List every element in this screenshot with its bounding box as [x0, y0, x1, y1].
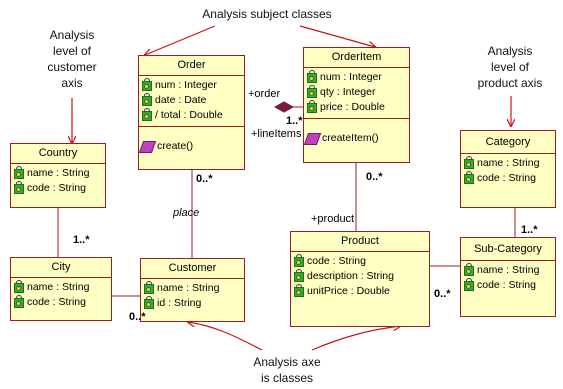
attribute-row: num : Integer	[306, 69, 407, 85]
label-lineitems-role: +lineItems	[251, 128, 302, 140]
axe-arrow-right	[311, 326, 400, 351]
class-subcategory[interactable]: Sub-Category name : String code : String	[460, 237, 556, 317]
label-country-city-multiplicity: 1..*	[73, 234, 90, 246]
attribute-row: / total : Double	[141, 107, 242, 123]
attribute-lock-icon	[306, 99, 319, 114]
annotation-product-axis: Analysis level of product axis	[477, 44, 543, 90]
attribute-lock-icon	[13, 279, 26, 294]
operation-icon	[138, 140, 157, 153]
label-customer-multiplicity: 0..*	[129, 311, 146, 323]
class-country-name: Country	[11, 144, 105, 164]
subject-arrow-left	[145, 25, 216, 55]
attribute-row: num : Integer	[141, 77, 242, 93]
class-orderitem-name: OrderItem	[304, 48, 409, 68]
attribute-lock-icon	[463, 170, 476, 185]
class-orderitem[interactable]: OrderItem num : Integer qty : Integer pr…	[303, 47, 410, 163]
attribute-row: unitPrice : Double	[293, 283, 427, 299]
label-order-customer-multiplicity: 0..*	[196, 173, 213, 185]
attribute-lock-icon	[13, 165, 26, 180]
attribute-row: code : String	[463, 170, 553, 186]
attribute-lock-icon	[143, 280, 156, 295]
axe-arrow-left	[188, 322, 263, 351]
attribute-row: name : String	[143, 280, 242, 296]
attribute-row: code : String	[13, 180, 103, 196]
class-product-name: Product	[291, 232, 429, 252]
subject-arrow-right	[299, 25, 375, 47]
attribute-row: code : String	[463, 277, 553, 293]
attribute-lock-icon	[141, 77, 154, 92]
class-country[interactable]: Country name : String code : String	[10, 143, 106, 208]
label-product-sub-multiplicity: 0..*	[434, 288, 451, 300]
attribute-row: code : String	[293, 253, 427, 269]
label-order-role: +order	[248, 88, 281, 100]
attribute-lock-icon	[306, 69, 319, 84]
class-order-name: Order	[139, 56, 244, 76]
label-orderitem-product-multiplicity: 0..*	[366, 171, 383, 183]
aggregation-diamond	[273, 101, 295, 113]
attribute-lock-icon	[463, 155, 476, 170]
attribute-row: id : String	[143, 295, 242, 311]
label-category-sub-multiplicity: 1..*	[521, 224, 538, 236]
attribute-row: description : String	[293, 268, 427, 284]
attribute-row: name : String	[463, 262, 553, 278]
attribute-row: code : String	[13, 294, 109, 310]
class-customer[interactable]: Customer name : String id : String	[140, 258, 245, 322]
class-category-name: Category	[461, 131, 555, 154]
attribute-row: name : String	[13, 165, 103, 181]
attribute-lock-icon	[141, 92, 154, 107]
attribute-row: name : String	[463, 155, 553, 171]
annotation-customer-axis: Analysis level of customer axis	[47, 28, 97, 90]
attribute-lock-icon	[143, 295, 156, 310]
annotation-subject-classes: Analysis subject classes	[202, 7, 332, 21]
class-product[interactable]: Product code : String description : Stri…	[290, 231, 430, 327]
class-order[interactable]: Order num : Integer date : Date / total …	[138, 55, 245, 170]
operation-icon	[303, 132, 322, 145]
attribute-row: date : Date	[141, 92, 242, 108]
attribute-row: qty : Integer	[306, 84, 407, 100]
operation-row: create()	[138, 139, 242, 154]
attribute-lock-icon	[463, 262, 476, 277]
class-city-name: City	[11, 258, 111, 278]
class-category[interactable]: Category name : String code : String	[460, 130, 556, 208]
attribute-lock-icon	[13, 180, 26, 195]
class-subcategory-name: Sub-Category	[461, 238, 555, 261]
attribute-lock-icon	[293, 253, 306, 268]
attribute-lock-icon	[463, 277, 476, 292]
class-city[interactable]: City name : String code : String	[10, 257, 112, 321]
annotation-axe-classes: Analysis axe is classes	[253, 355, 321, 385]
operation-row: createItem()	[303, 131, 407, 146]
label-orderitem-multiplicity: 1..*	[286, 115, 303, 127]
attribute-lock-icon	[141, 107, 154, 122]
attribute-lock-icon	[293, 268, 306, 283]
attribute-lock-icon	[293, 283, 306, 298]
attribute-lock-icon	[306, 84, 319, 99]
attribute-lock-icon	[13, 294, 26, 309]
attribute-row: price : Double	[306, 99, 407, 115]
class-customer-name: Customer	[141, 259, 244, 279]
label-product-role: +product	[311, 213, 355, 225]
label-place: place	[173, 207, 200, 219]
attribute-row: name : String	[13, 279, 109, 295]
